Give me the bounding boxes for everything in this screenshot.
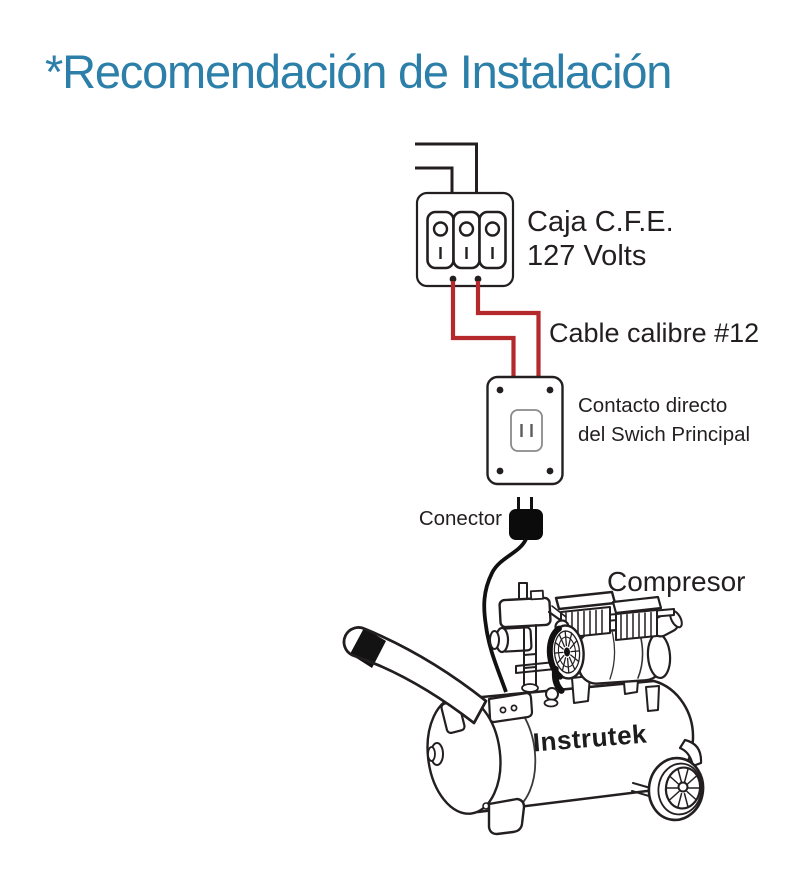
cooling-fan-icon (546, 624, 585, 694)
compressor-label: Compresor (607, 566, 746, 597)
page-title: *Recomendación de Instalación (45, 45, 672, 98)
outlet-label-line2: del Swich Principal (578, 423, 751, 446)
breaker-box-label-line1: Caja C.F.E. (527, 206, 674, 238)
compressor-graphic: Instrutek (342, 582, 705, 836)
power-plug-icon (509, 497, 543, 540)
cable-gauge-label: Cable calibre #12 (549, 318, 760, 348)
outlet-label-line1: Contacto directo (578, 394, 728, 417)
breaker-box-label-line2: 127 Volts (527, 240, 647, 272)
tank-foot (487, 797, 526, 836)
wall-outlet-icon (486, 375, 564, 486)
power-cord (482, 538, 528, 693)
cylinder-heads (554, 590, 675, 641)
breaker-switch-1 (426, 210, 455, 270)
handle (342, 626, 534, 734)
breaker-switch-3 (478, 210, 507, 270)
breaker-switch-2 (452, 210, 481, 270)
breaker-box-icon (415, 191, 515, 288)
connector-label: Conector (418, 507, 502, 530)
red-cables (450, 281, 541, 376)
wheel-icon (631, 738, 705, 822)
